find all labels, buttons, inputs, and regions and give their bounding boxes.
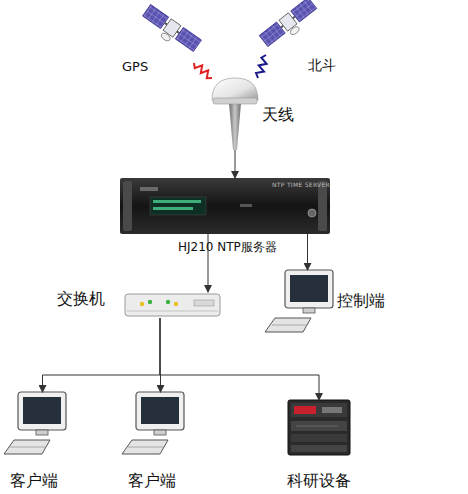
connector-line bbox=[43, 318, 161, 392]
server-icon bbox=[120, 178, 330, 234]
equipment-node: 科研设备 bbox=[285, 400, 353, 455]
panel-text: NTP TIME SERVER bbox=[272, 181, 330, 188]
node-label: 天线 bbox=[262, 106, 294, 124]
antenna-node: 天线 bbox=[210, 76, 260, 150]
computer-icon bbox=[265, 270, 333, 332]
connector-line bbox=[235, 150, 236, 178]
computer-icon bbox=[4, 392, 66, 454]
node-label: 交换机 bbox=[57, 290, 105, 308]
connector-line bbox=[307, 234, 308, 270]
connector-line bbox=[160, 318, 319, 400]
node-label: 科研设备 bbox=[287, 472, 351, 490]
equipment-icon bbox=[288, 400, 350, 455]
connector-line bbox=[160, 318, 162, 392]
satellite-icon bbox=[139, 4, 202, 57]
signal-line bbox=[256, 55, 267, 78]
node-label: HJ210 NTP服务器 bbox=[178, 241, 277, 254]
computer-node: 客户端 bbox=[10, 392, 75, 454]
computer-node: 控制端 bbox=[280, 270, 335, 332]
node-label: 控制端 bbox=[337, 292, 385, 310]
node-label: 客户端 bbox=[10, 472, 58, 490]
computer-node: 客户端 bbox=[128, 392, 193, 454]
satellite-node: GPS bbox=[140, 8, 200, 53]
satellite-icon bbox=[259, 0, 321, 52]
node-label: 北斗 bbox=[308, 58, 336, 73]
satellite-node: 北斗 bbox=[258, 2, 318, 47]
node-label: 客户端 bbox=[128, 472, 176, 490]
computer-icon bbox=[122, 392, 184, 454]
signal-line bbox=[194, 63, 212, 78]
antenna-icon bbox=[212, 78, 258, 150]
switch-node: 交换机 bbox=[125, 292, 220, 318]
switch-icon bbox=[125, 294, 220, 316]
node-label: GPS bbox=[122, 60, 148, 74]
